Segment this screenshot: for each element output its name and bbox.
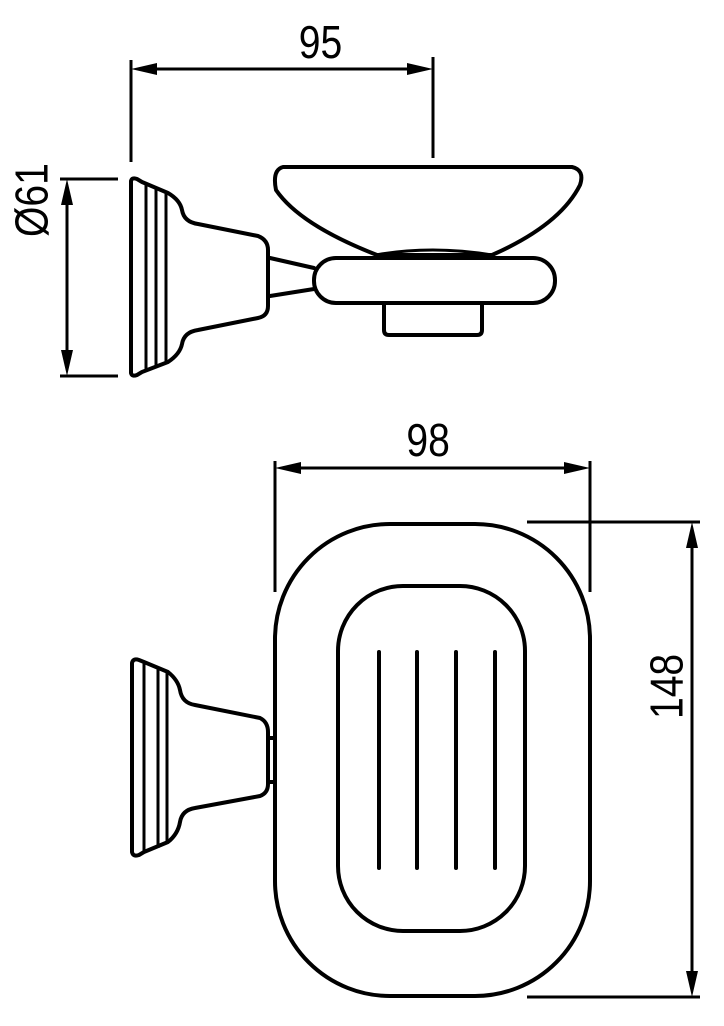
soap-dish-slats [377,650,497,870]
front-view: 98 148 [130,415,700,999]
dimension-diameter-61: Ø61 [7,163,118,378]
dimension-95: 95 [129,17,435,162]
wall-flange-side [129,176,316,378]
dimension-148: 148 [527,520,700,999]
dimension-label-95: 95 [299,17,342,69]
soap-dish-outer [273,522,592,998]
holder-ring-side [312,256,557,337]
dimension-label-diameter-61: Ø61 [7,163,59,237]
dimension-label-98: 98 [406,415,449,467]
soap-dish-inner [336,584,527,933]
wall-flange-front [130,657,276,858]
dimension-label-148: 148 [642,654,694,719]
dimension-98: 98 [273,415,592,592]
soap-bowl-side [272,165,584,257]
side-view: 95 Ø61 [7,17,584,378]
